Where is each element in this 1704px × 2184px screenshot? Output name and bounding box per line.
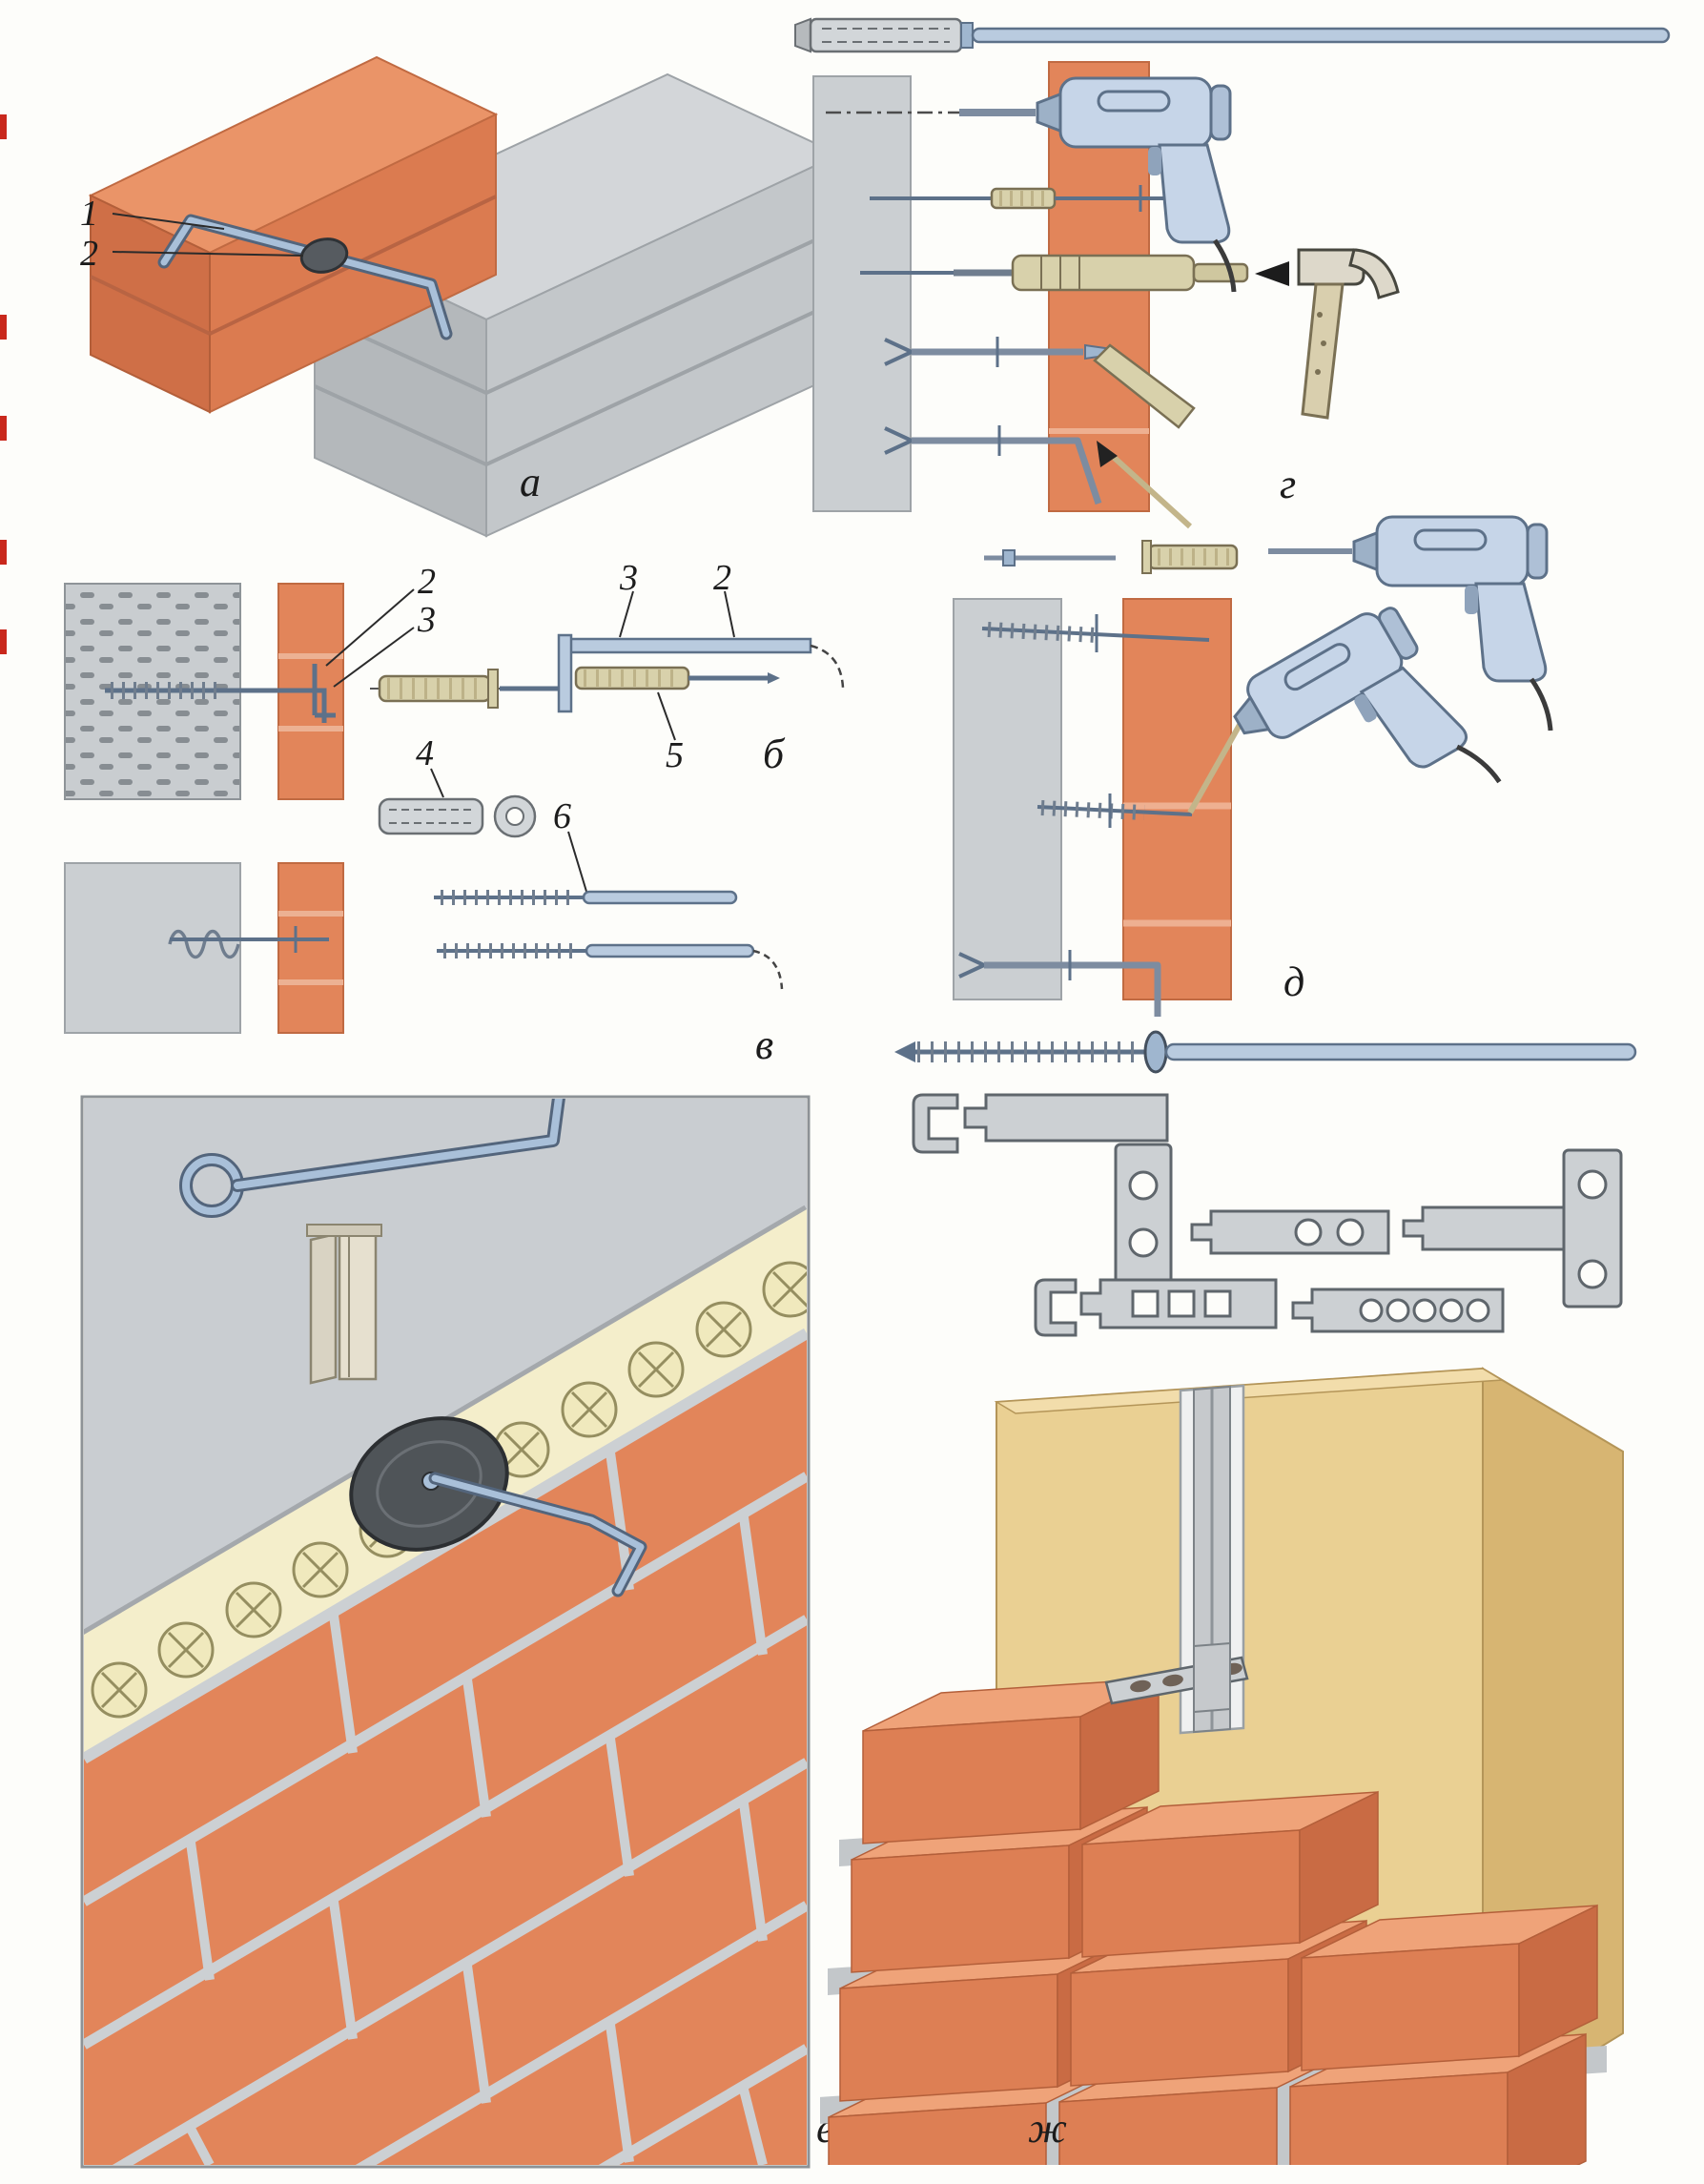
concrete-wall-strip bbox=[953, 598, 1062, 1000]
mounting-channel bbox=[306, 1224, 382, 1385]
driver-bit bbox=[1187, 723, 1242, 814]
callout-2: 2 bbox=[80, 234, 98, 274]
panel-label-v: в bbox=[755, 1021, 773, 1068]
callout-leader bbox=[112, 251, 304, 257]
callout-4: 4 bbox=[416, 733, 434, 773]
insulation-retaining-washer bbox=[349, 1416, 509, 1552]
panel-a: 1 2 а bbox=[80, 55, 842, 538]
callout-3-right: 3 bbox=[619, 558, 638, 598]
page-edge-marks bbox=[0, 114, 7, 654]
callout-2-left: 2 bbox=[418, 562, 436, 602]
panel-label-g: г bbox=[1280, 461, 1296, 507]
long-screw-2 bbox=[437, 943, 784, 990]
brick-wall-strip bbox=[1122, 598, 1232, 1000]
panel-label-b: б bbox=[763, 731, 786, 777]
brick-course-1 bbox=[862, 1677, 1160, 1844]
c-clip bbox=[1034, 1278, 1078, 1337]
strap-square-holes bbox=[1034, 1278, 1278, 1337]
corner-strap bbox=[1402, 1148, 1623, 1308]
mortar-joints bbox=[84, 1328, 807, 2165]
dowel-insert-row bbox=[870, 185, 1201, 212]
callout-2-right: 2 bbox=[713, 558, 731, 598]
panel-label-zh: ж bbox=[1028, 2105, 1067, 2152]
direction-arrow bbox=[1255, 261, 1289, 286]
panel-b: 2 3 4 3 2 5 б 6 bbox=[64, 558, 845, 1068]
callout-leader bbox=[619, 590, 634, 638]
wall-section-v bbox=[64, 862, 344, 1034]
metal-sleeve-anchor bbox=[378, 794, 537, 838]
angle-bracket-assembly bbox=[557, 633, 845, 713]
concrete-wall-strip bbox=[812, 75, 912, 512]
long-tie-screw bbox=[894, 1030, 1637, 1074]
wire-tie bbox=[157, 214, 453, 340]
strap-two-holes bbox=[1190, 1209, 1390, 1255]
channel-front-patch bbox=[1193, 1641, 1231, 1714]
panel-d: д bbox=[953, 517, 1550, 1017]
eye-pin-anchor bbox=[179, 1099, 565, 1218]
callout-leader bbox=[333, 627, 415, 688]
long-screw-installed bbox=[981, 614, 1210, 652]
callout-leader bbox=[112, 213, 225, 230]
keyed-strap bbox=[963, 1093, 1169, 1143]
tie-washer bbox=[299, 237, 349, 274]
hammer bbox=[1297, 248, 1400, 420]
callout-5: 5 bbox=[666, 735, 684, 775]
c-clip bbox=[912, 1093, 959, 1154]
drill-bit-item bbox=[984, 549, 1116, 567]
callout-leader bbox=[430, 768, 444, 798]
callout-leader bbox=[724, 590, 735, 638]
long-screw-1 bbox=[434, 890, 738, 905]
dowel-and-screw bbox=[370, 669, 572, 709]
strap-round-holes bbox=[1291, 1288, 1505, 1333]
concrete-wall bbox=[84, 1099, 807, 1635]
callout-leader bbox=[325, 588, 415, 667]
panel-label-d: д bbox=[1283, 958, 1304, 1005]
hook-anchor bbox=[105, 664, 336, 723]
electric-drill bbox=[1222, 597, 1499, 880]
hook-anchor-installed bbox=[958, 950, 1161, 1017]
tie-straps bbox=[912, 1093, 1623, 1337]
anchor-with-tool-row bbox=[884, 337, 1196, 429]
callout-leader bbox=[567, 831, 588, 896]
callout-leader bbox=[657, 691, 676, 741]
callout-6: 6 bbox=[553, 796, 571, 836]
panel-e: е bbox=[80, 1095, 835, 2169]
callout-1: 1 bbox=[80, 194, 98, 234]
anchor-wire bbox=[428, 1472, 647, 1597]
screw-being-driven bbox=[1037, 723, 1242, 828]
setting-tool-row bbox=[860, 248, 1400, 420]
callout-3-left: 3 bbox=[417, 600, 436, 640]
plate-two-holes bbox=[1114, 1143, 1173, 1289]
wall-top-bevel bbox=[994, 1368, 1505, 1414]
panel-label-a: а bbox=[520, 459, 541, 505]
plastic-dowel-item bbox=[1141, 540, 1239, 574]
panel-g: г bbox=[794, 17, 1671, 529]
panel-zh: ж bbox=[820, 1367, 1624, 2165]
bent-anchor-row bbox=[884, 425, 1193, 529]
expansion-anchor-rod bbox=[794, 17, 1671, 53]
